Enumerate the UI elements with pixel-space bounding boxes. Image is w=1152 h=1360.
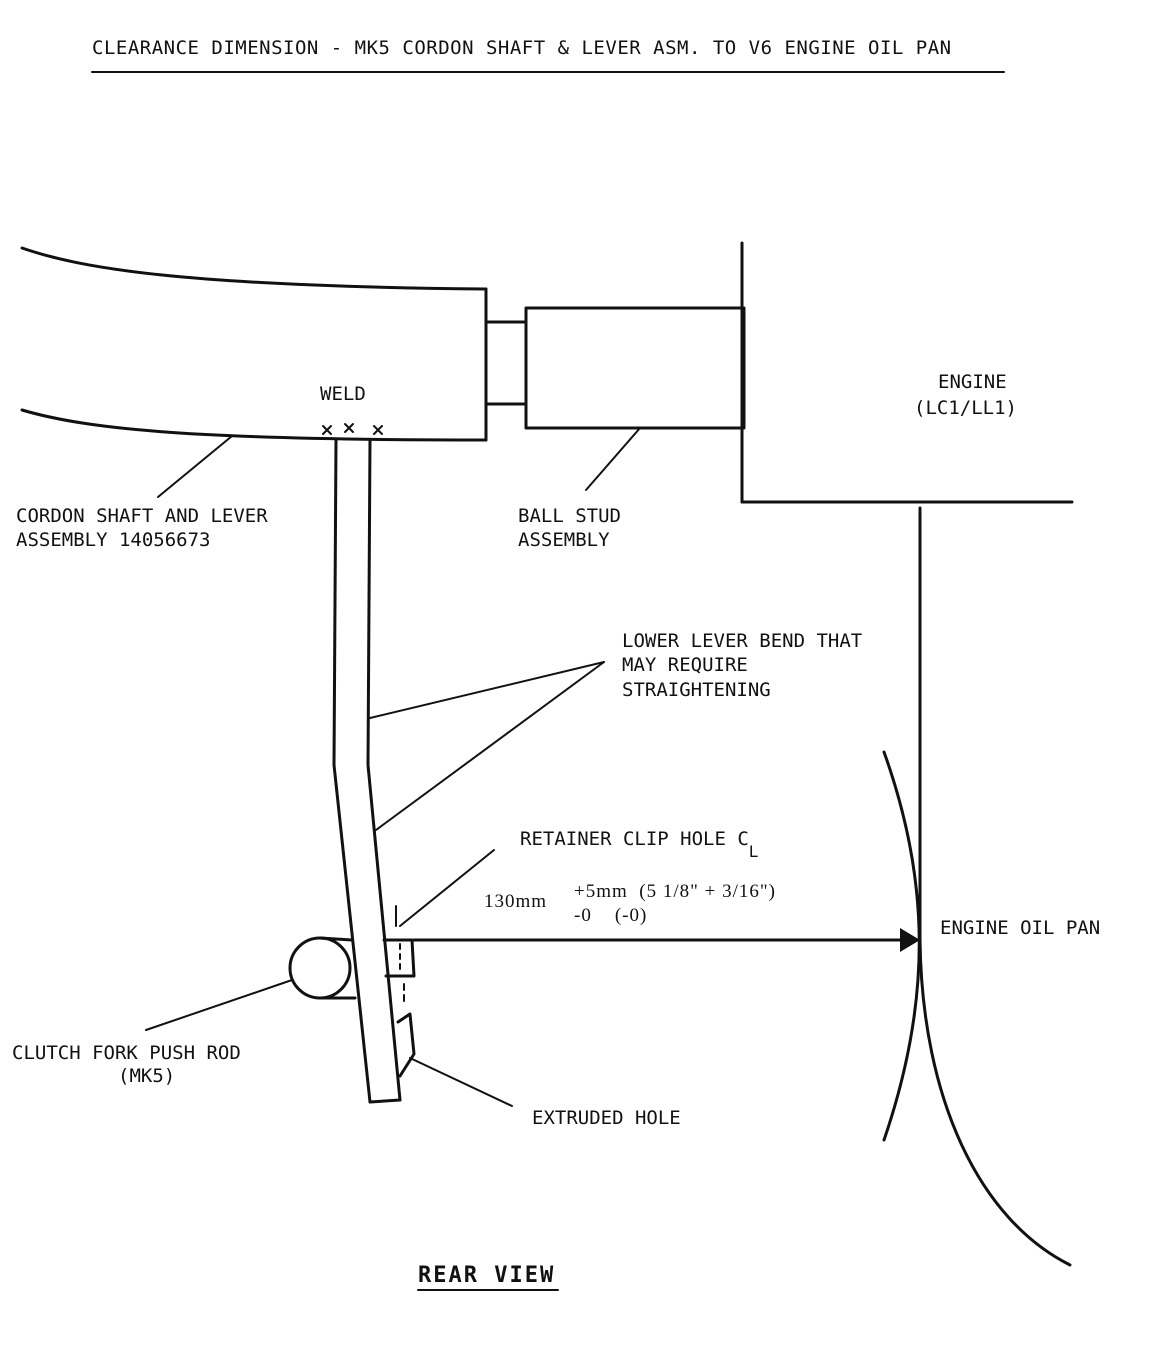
ball-stud-label-line1: BALL STUD — [518, 505, 621, 527]
cordon-shaft-label-line2: ASSEMBLY 14056673 — [16, 529, 210, 551]
ball-stud-label-line2: ASSEMBLY — [518, 529, 610, 551]
clearance-dimension-arrow — [412, 928, 920, 952]
ball-stud-assembly — [484, 306, 746, 430]
weld-label: WELD — [320, 383, 366, 405]
dimension-tolerance-plus: +5mm (5 1/8" + 3/16") — [574, 881, 776, 902]
lower-lever-bend-label-line2: MAY REQUIRE — [622, 654, 748, 676]
rear-view-caption: REAR VIEW — [418, 1263, 555, 1288]
cordon-shaft-body — [20, 246, 488, 442]
clutch-fork-label-line2: (MK5) — [118, 1065, 175, 1087]
engine-label: ENGINE — [938, 371, 1007, 393]
lower-lever-bend-label-line3: STRAIGHTENING — [622, 679, 771, 701]
lever — [332, 438, 402, 1104]
engine-oil-pan — [882, 506, 1072, 1267]
cordon-shaft-label-line1: CORDON SHAFT AND LEVER — [16, 505, 268, 527]
engine-oil-pan-label: ENGINE OIL PAN — [940, 917, 1100, 939]
retainer-clip-label: RETAINER CLIP HOLE CL — [520, 828, 758, 861]
clutch-fork-label-line1: CLUTCH FORK PUSH ROD — [12, 1042, 241, 1064]
diagram-title: CLEARANCE DIMENSION - MK5 CORDON SHAFT &… — [92, 37, 952, 59]
dimension-tolerance-minus: -0 (-0) — [574, 905, 647, 926]
weld-marks — [322, 423, 383, 435]
extruded-hole — [396, 1012, 416, 1078]
lower-lever-bend-label-line1: LOWER LEVER BEND THAT — [622, 630, 862, 652]
engine-code-label: (LC1/LL1) — [914, 397, 1017, 419]
retainer-clip — [382, 905, 416, 1003]
extruded-hole-label: EXTRUDED HOLE — [532, 1107, 681, 1129]
engine-block — [740, 241, 1074, 504]
retainer-clip-text: RETAINER CLIP HOLE C — [520, 828, 749, 850]
dimension-nominal: 130mm — [484, 891, 547, 912]
leader-lines — [145, 427, 641, 1107]
retainer-clip-subscript: L — [749, 842, 759, 861]
clutch-fork-push-rod — [288, 936, 357, 1000]
